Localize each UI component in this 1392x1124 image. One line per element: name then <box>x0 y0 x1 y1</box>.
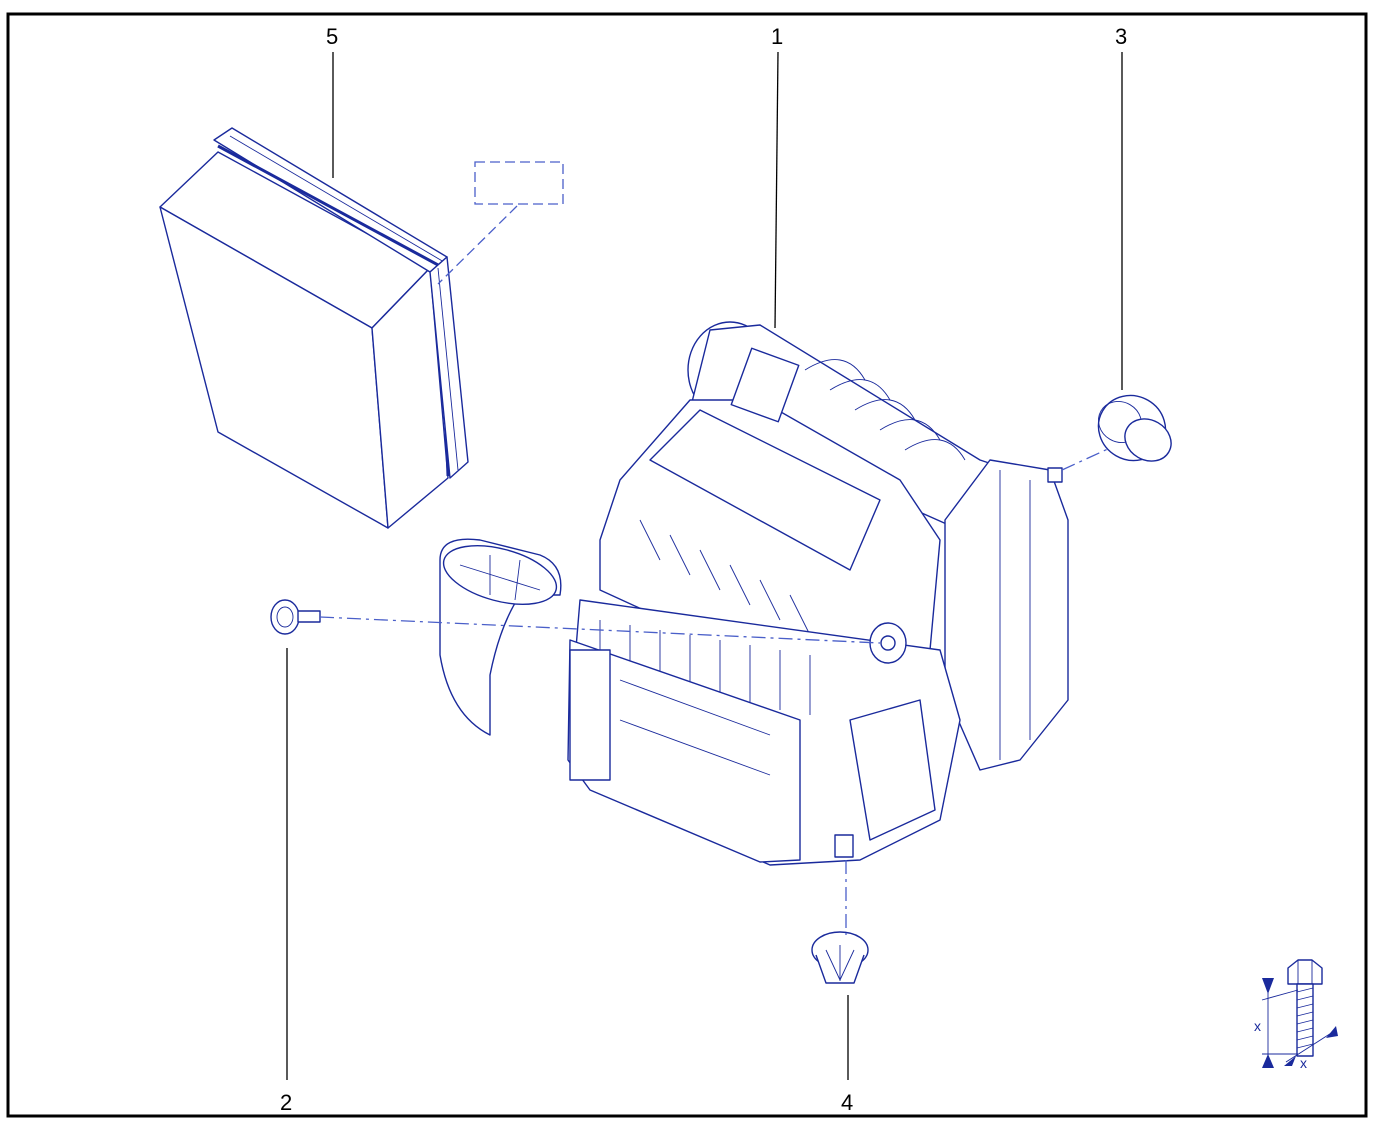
grommet-axis-line <box>1061 447 1111 471</box>
part-4-mount-bushing[interactable] <box>811 931 869 984</box>
callout-4: 4 <box>841 1090 853 1115</box>
bolt-dimension-legend-icon: x x <box>1254 959 1338 1071</box>
callout-3: 3 <box>1115 24 1127 49</box>
legend-dim-diameter: x <box>1300 1055 1307 1071</box>
callout-2: 2 <box>280 1090 292 1115</box>
callout-5: 5 <box>326 24 338 49</box>
part-3-grommet[interactable] <box>1087 383 1179 472</box>
part-1-air-cleaner-housing[interactable] <box>437 321 1069 866</box>
part-2-bolt[interactable] <box>270 599 321 635</box>
bolt-axis-line <box>319 616 881 644</box>
leader-line-1 <box>774 51 779 329</box>
label-placeholder-box <box>437 161 564 285</box>
diagram-frame <box>6 12 1368 1118</box>
legend-dim-length: x <box>1254 1018 1261 1034</box>
callout-1: 1 <box>771 24 783 49</box>
part-5-air-filter-element[interactable] <box>159 127 469 529</box>
